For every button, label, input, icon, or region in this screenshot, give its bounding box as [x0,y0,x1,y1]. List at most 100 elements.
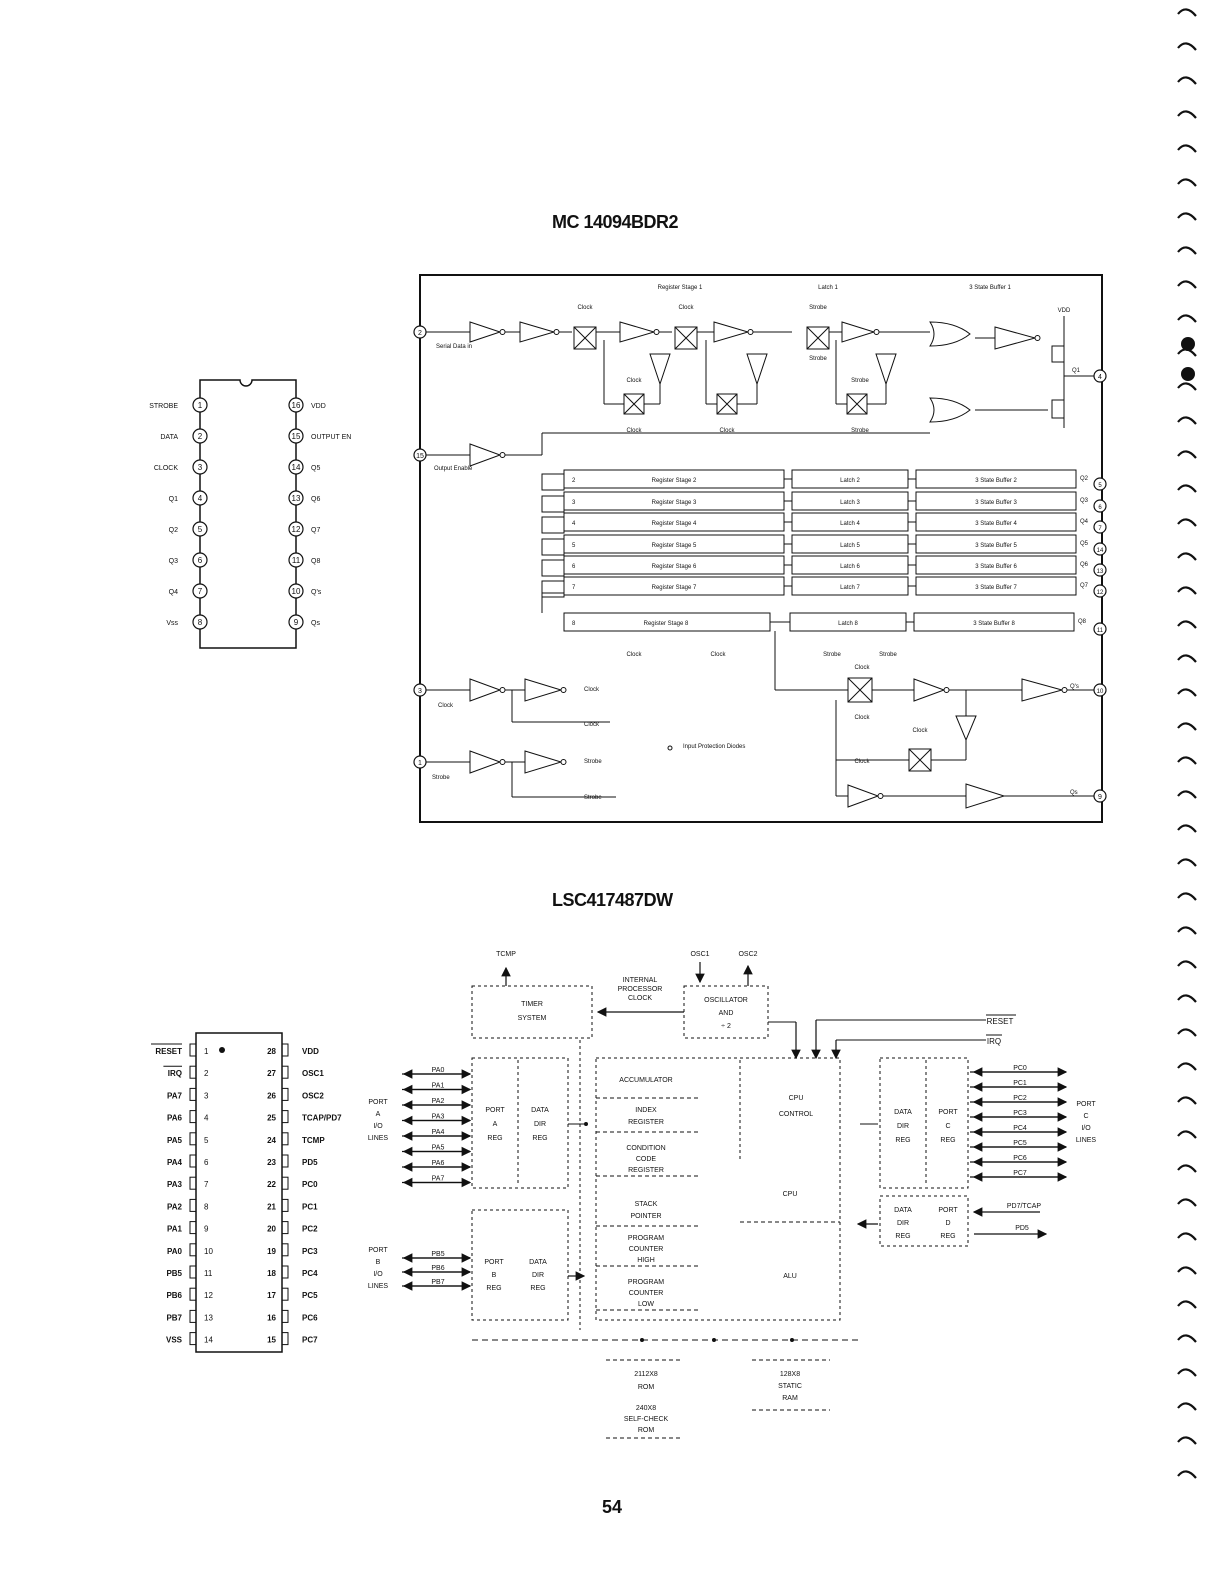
cpu-reg-label: REGISTER [628,1167,664,1174]
pin-3-circle [192,459,208,475]
chain-link [541,516,565,534]
pin-2-circle [192,428,208,444]
pin-name: OSC2 [302,1091,324,1100]
self-check-rom-label: 240X8 [636,1405,656,1412]
pin-name: PC4 [302,1269,318,1278]
chain-link [541,538,565,556]
pin-number: 16 [267,1313,276,1322]
pin-name: CLOCK [154,465,178,472]
pin-name: PA1 [167,1225,183,1234]
pin-stub [189,1176,197,1190]
inverter-bubble [560,759,567,765]
binding-hook [1177,1368,1197,1377]
pin-number: 17 [267,1291,276,1300]
pin-number: 15 [416,453,424,460]
pin-number: 24 [267,1136,276,1145]
transmission-gate [573,326,597,350]
port-a-line-PA3: PA3 [432,1114,445,1121]
internal-clock-label: INTERNAL [623,977,658,984]
data-dir-reg-label: DIR [534,1121,546,1128]
binding-hook [1177,110,1197,119]
inverter-bubble [560,687,567,693]
pin-number: 26 [267,1091,276,1100]
ram-label: STATIC [778,1383,802,1390]
port-a-line-PA0: PA0 [432,1067,445,1074]
qs-label: Qs [1070,790,1078,796]
pin-number: 8 [198,618,203,627]
pin-number: 5 [1098,483,1102,489]
pin-stub [281,1287,289,1301]
port-a-block [471,1057,569,1189]
port-c-label: LINES [1076,1137,1097,1144]
binding-hook [1177,892,1197,901]
binding-hook [1177,994,1197,1003]
pin-name: OUTPUT EN [311,434,351,441]
pin-12-circle [288,521,304,537]
cpu-reg-label: HIGH [637,1257,655,1264]
chain-link [541,580,565,598]
bus-junction [790,1338,794,1342]
binding-hook [1177,8,1197,17]
pin-name: PC3 [302,1247,318,1256]
cpu-reg-label: COUNTER [629,1246,664,1253]
strobe-input-label: Strobe [432,775,450,781]
pin-stub [189,1065,197,1079]
header-latch-1: Latch 1 [818,285,838,291]
header-3-state-buffer-1: 3 State Buffer 1 [969,285,1011,291]
feedback-inverter [649,353,671,386]
pin-number: 12 [204,1291,213,1300]
binding-hook [1177,1096,1197,1105]
pin-name: VDD [302,1047,319,1056]
pin-name: PA6 [167,1114,183,1123]
page-number: 54 [602,1497,623,1517]
pin-stub [189,1132,197,1146]
binding-hook [1177,688,1197,697]
self-check-rom-label: ROM [638,1427,655,1434]
binding-hook [1177,450,1197,459]
port-c-line-PC0: PC0 [1013,1065,1027,1072]
register-stage-label: Register Stage 4 [652,521,697,527]
pin-number: 12 [292,525,301,534]
data-dir-reg-label: DATA [894,1109,912,1116]
diode-marker [667,745,673,751]
binding-hook [1177,1436,1197,1445]
pin-stub [189,1309,197,1323]
chain-link [541,495,565,513]
pin-number: 2 [204,1069,209,1078]
strobe-bar-out-label: Strobe [584,795,602,801]
q-label: Q7 [1080,583,1089,589]
latch-label: Latch 3 [840,500,860,506]
nmos-transistor [1051,399,1065,419]
pin-stub [281,1243,289,1257]
pin-number: 13 [204,1313,213,1322]
port-c-line-PC6: PC6 [1013,1155,1027,1162]
binding-hook [1177,1028,1197,1037]
pin-stub [281,1332,289,1346]
pin-5-circle [192,521,208,537]
cpu-label: CPU [783,1191,798,1198]
inverter-bubble [1034,335,1041,341]
pin-4 [1093,369,1107,383]
clock-bar-label: Clock [854,715,870,721]
pin-9 [1093,789,1107,803]
pin-number: 3 [418,688,422,695]
port-a-label: A [376,1111,381,1118]
pin-12 [1093,584,1107,598]
port-b-reg-label: B [492,1272,497,1279]
data-dir-reg-label: DATA [531,1107,549,1114]
port-a-line-PA2: PA2 [432,1098,445,1105]
pin-name: PA2 [167,1202,183,1211]
pin-number: 15 [267,1336,276,1345]
pin-16-circle [288,397,304,413]
binding-hook [1177,518,1197,527]
pd5-label: PD5 [1015,1225,1029,1232]
binding-hook [1177,484,1197,493]
binding-hook [1177,178,1197,187]
clock-input-label: Clock [438,703,454,709]
pin-name: IRQ [168,1069,182,1078]
pin-number: 5 [198,525,203,534]
port-a-reg-label: REG [487,1135,502,1142]
pin-number: 27 [267,1069,276,1078]
binding-hook [1177,42,1197,51]
inverter-bubble [499,452,506,458]
